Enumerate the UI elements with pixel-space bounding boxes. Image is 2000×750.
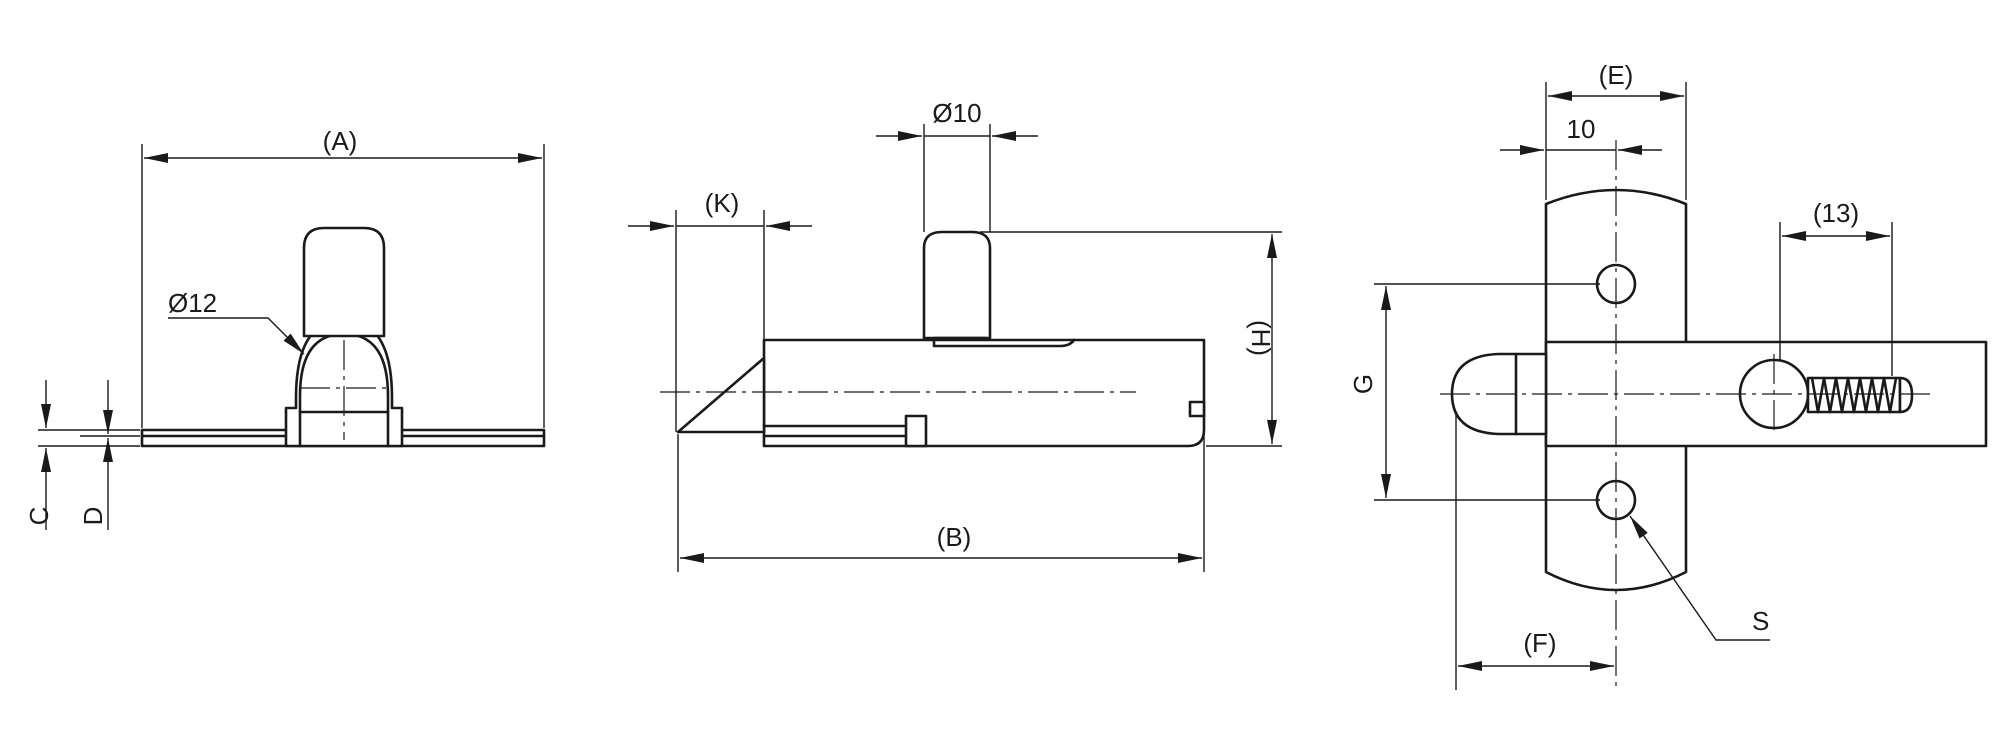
side-view-knob [922, 230, 992, 340]
side-view-body [762, 338, 1206, 448]
end-view-housing [284, 318, 404, 448]
dimension-13-label: (13) [1813, 198, 1859, 228]
dimension-10-label: 10 [1567, 114, 1596, 144]
dimension-c-label: C [24, 507, 54, 526]
top-view: (E) 10 (13) G (F) S [1348, 60, 1988, 690]
screw-size-leader [1629, 515, 1770, 641]
dimension-d-label: D [78, 507, 108, 526]
side-view-bolt-bevel [676, 356, 766, 434]
dimension-b-label: (B) [937, 522, 972, 552]
dimension-a-label: (A) [323, 126, 358, 156]
dimension-f-label: (F) [1523, 628, 1556, 658]
diameter-12-leader [168, 317, 305, 355]
dimension-g-label: G [1348, 374, 1378, 394]
screw-size-label: S [1752, 606, 1769, 636]
end-view: (A) Ø12 C D [24, 126, 546, 530]
diameter-10-label: Ø10 [932, 98, 981, 128]
top-view-spring [1806, 376, 1914, 414]
diameter-12-label: Ø12 [168, 288, 217, 318]
side-view: (K) Ø10 (H) (B) [628, 98, 1282, 572]
end-view-knob [302, 226, 386, 338]
dimension-e-label: (E) [1599, 60, 1634, 90]
dimension-h-label: (H) [1246, 320, 1276, 356]
dimension-k-label: (K) [705, 188, 740, 218]
